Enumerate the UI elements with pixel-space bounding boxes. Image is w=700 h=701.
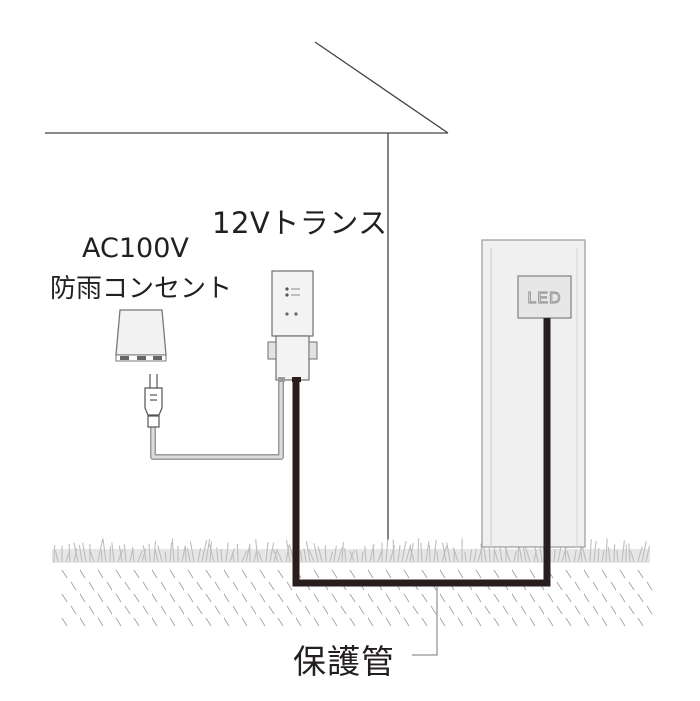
outlet-voltage-label: AC100V: [82, 233, 189, 264]
transformer-label: 12Vトランス: [212, 206, 388, 240]
weatherproof-outlet-icon: [115, 309, 167, 362]
grass-icon: [52, 538, 651, 563]
cable-icon: [150, 380, 284, 460]
conduit-leader-line: [412, 586, 438, 656]
conduit-pipe: [292, 318, 551, 587]
soil-hatching: [61, 569, 653, 627]
house-outline-icon: [45, 41, 449, 540]
transformer-box-icon: [267, 270, 318, 382]
conduit-label: 保護管: [293, 642, 395, 681]
led-badge-label: LED: [527, 290, 561, 307]
outlet-name-label: 防雨コンセント: [50, 274, 233, 304]
led-post-light-icon: LED: [481, 239, 586, 548]
power-plug-icon: [144, 374, 163, 428]
